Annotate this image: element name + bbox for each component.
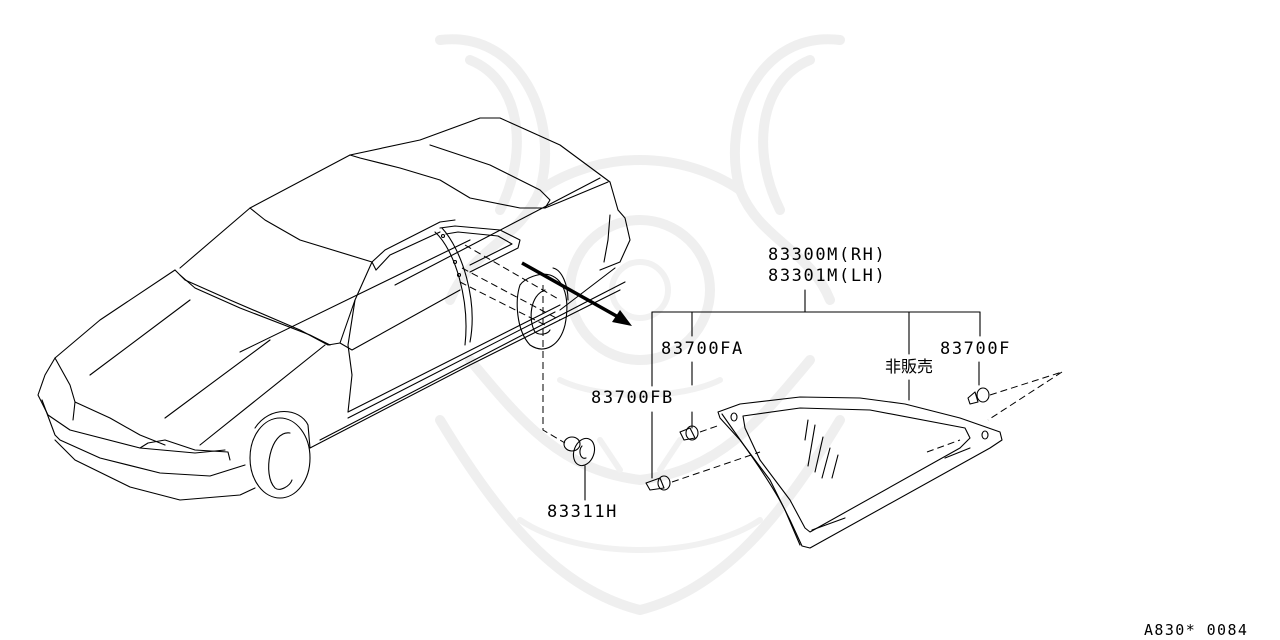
assembly-part-rh: 83300M(RH) — [768, 245, 887, 265]
clip-83700f-drawing — [967, 371, 1063, 421]
fastener-83311h-drawing — [563, 436, 596, 501]
clip-83700fa-drawing — [679, 424, 721, 441]
diagram-code: A830* 0084 — [1144, 621, 1249, 639]
quarter-window-glass-drawing — [717, 396, 1003, 549]
callout-83700fb[interactable]: 83700FB — [591, 388, 674, 408]
clip-83700fb-drawing — [645, 451, 761, 491]
callout-83311h[interactable]: 83311H — [547, 502, 619, 522]
callout-83700fa[interactable]: 83700FA — [661, 339, 744, 359]
assembly-part-lh: 83301M(LH) — [768, 266, 887, 286]
vehicle-illustration — [37, 117, 631, 501]
callout-83700f[interactable]: 83700F — [940, 339, 1012, 359]
watermark-emblem — [435, 34, 845, 615]
callout-not-for-sale: 非販売 — [885, 357, 934, 376]
callout-bracket — [651, 289, 981, 479]
direction-arrow — [521, 261, 632, 326]
